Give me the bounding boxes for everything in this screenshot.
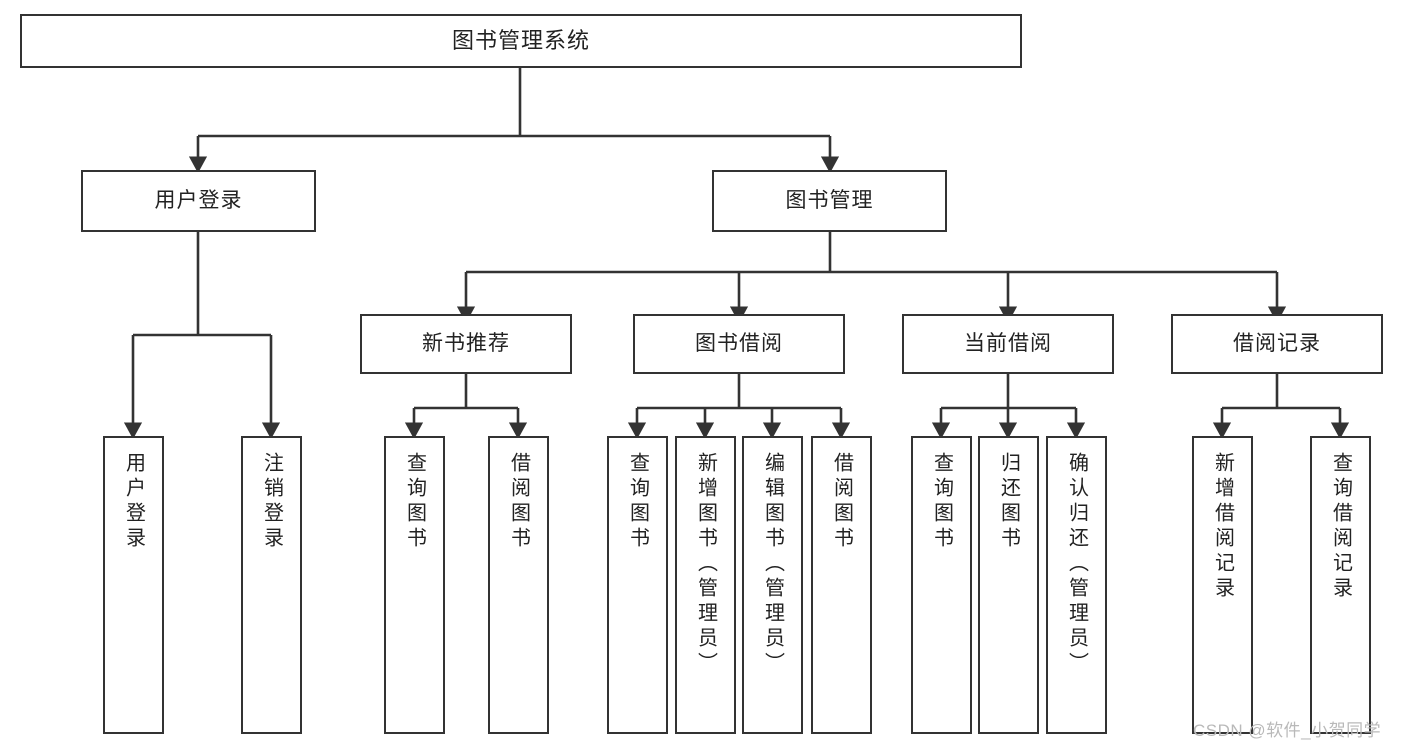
node-borrow-record[interactable]: 借阅记录: [1171, 314, 1383, 374]
leaf-current-borrow-confirm-return[interactable]: 确认归还（管理员）: [1046, 436, 1107, 734]
leaf-current-borrow-query[interactable]: 查询图书: [911, 436, 972, 734]
node-label: 用户登录: [154, 188, 243, 212]
node-root-book-management-system[interactable]: 图书管理系统: [20, 14, 1022, 68]
csdn-watermark: CSDN @软件_小贺同学: [1193, 721, 1382, 740]
node-label: 查询图书: [403, 452, 426, 552]
node-book-borrow[interactable]: 图书借阅: [633, 314, 845, 374]
leaf-new-book-query[interactable]: 查询图书: [384, 436, 445, 734]
node-label: 归还图书: [997, 452, 1020, 552]
leaf-borrow-record-add[interactable]: 新增借阅记录: [1192, 436, 1253, 734]
node-label: 用户登录: [122, 452, 145, 552]
node-new-book-recommend[interactable]: 新书推荐: [360, 314, 572, 374]
leaf-book-borrow-borrow[interactable]: 借阅图书: [811, 436, 872, 734]
leaf-book-borrow-query[interactable]: 查询图书: [607, 436, 668, 734]
node-label: 借阅图书: [830, 452, 853, 552]
node-label: 新书推荐: [422, 331, 510, 355]
node-label: 查询图书: [626, 452, 649, 552]
leaf-borrow-record-query[interactable]: 查询借阅记录: [1310, 436, 1371, 734]
node-label: 当前借阅: [964, 331, 1052, 355]
node-book-management[interactable]: 图书管理: [712, 170, 947, 232]
leaf-user-login-login[interactable]: 用户登录: [103, 436, 164, 734]
node-label: 编辑图书（管理员）: [761, 452, 784, 677]
node-label: 查询图书: [930, 452, 953, 552]
node-label: 借阅记录: [1233, 331, 1321, 355]
leaf-user-login-logout[interactable]: 注销登录: [241, 436, 302, 734]
node-user-login[interactable]: 用户登录: [81, 170, 316, 232]
leaf-book-borrow-edit[interactable]: 编辑图书（管理员）: [742, 436, 803, 734]
leaf-current-borrow-return[interactable]: 归还图书: [978, 436, 1039, 734]
node-label: 借阅图书: [507, 452, 530, 552]
node-label: 图书借阅: [695, 331, 783, 355]
node-label: 新增借阅记录: [1211, 452, 1234, 602]
node-label: 查询借阅记录: [1329, 452, 1352, 602]
leaf-new-book-borrow[interactable]: 借阅图书: [488, 436, 549, 734]
node-current-borrow[interactable]: 当前借阅: [902, 314, 1114, 374]
node-label: 确认归还（管理员）: [1065, 452, 1088, 677]
node-label: 图书管理: [785, 188, 874, 212]
node-label: 图书管理系统: [451, 28, 590, 54]
node-label: 新增图书（管理员）: [694, 452, 717, 677]
leaf-book-borrow-add[interactable]: 新增图书（管理员）: [675, 436, 736, 734]
node-label: 注销登录: [260, 452, 283, 552]
